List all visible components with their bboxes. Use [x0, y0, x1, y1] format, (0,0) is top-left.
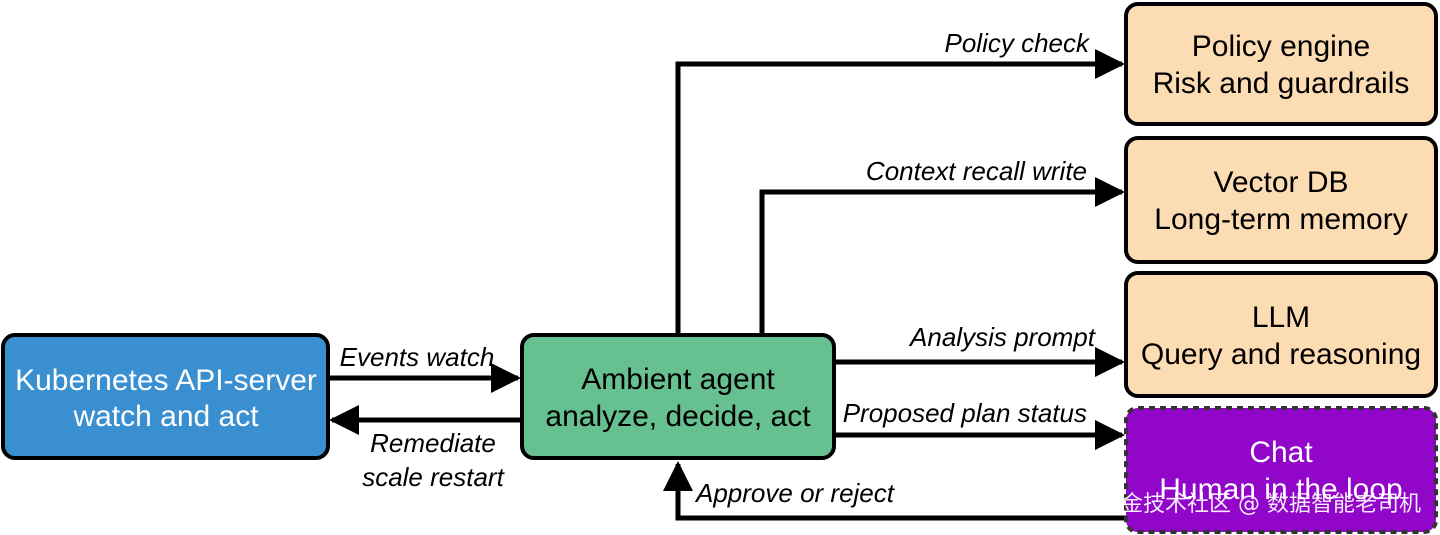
edge-context-recall — [759, 177, 1125, 333]
watermark-text: 掘金技术社区 @ 数据智能老司机 — [1099, 492, 1421, 517]
node-vector-box — [1124, 136, 1438, 264]
label-proposed-plan: Proposed plan status — [843, 398, 1087, 428]
node-llm: LLM Query and reasoning — [1124, 271, 1438, 398]
label-remediate-line1: Remediate — [370, 428, 496, 458]
node-agent-subtitle: analyze, decide, act — [545, 400, 811, 433]
node-agent-title: Ambient agent — [581, 363, 775, 396]
node-kubernetes-api-server: Kubernetes API-server watch and act — [1, 333, 330, 460]
label-approve-reject: Approve or reject — [694, 478, 896, 508]
node-chat-title: Chat — [1249, 436, 1313, 469]
node-llm-box — [1124, 271, 1438, 398]
node-chat-box — [1124, 406, 1438, 534]
node-ambient-agent: Ambient agent analyze, decide, act — [520, 333, 836, 460]
node-vector-db: Vector DB Long-term memory — [1124, 136, 1438, 264]
node-kubernetes-subtitle: watch and act — [72, 400, 259, 433]
node-llm-subtitle: Query and reasoning — [1141, 338, 1421, 371]
node-llm-title: LLM — [1252, 301, 1310, 334]
node-kubernetes-title: Kubernetes API-server — [15, 364, 317, 397]
node-kubernetes-box — [1, 333, 330, 460]
node-chat: Chat Human in the loop — [1124, 406, 1438, 534]
label-policy-check: Policy check — [945, 28, 1091, 58]
node-policy-engine: Policy engine Risk and guardrails — [1124, 2, 1438, 126]
node-agent-box — [520, 333, 836, 460]
node-policy-title: Policy engine — [1192, 30, 1370, 63]
label-analysis-prompt: Analysis prompt — [908, 322, 1097, 352]
node-vector-subtitle: Long-term memory — [1154, 203, 1407, 236]
node-chat-subtitle: Human in the loop — [1159, 473, 1403, 506]
edge-approve-reject — [663, 461, 1126, 521]
label-context-recall: Context recall write — [866, 156, 1087, 186]
node-policy-box — [1124, 2, 1438, 126]
label-events-watch: Events watch — [340, 342, 495, 372]
connectors — [329, 49, 1126, 521]
node-vector-title: Vector DB — [1213, 166, 1348, 199]
edge-policy-check — [675, 49, 1125, 333]
node-policy-subtitle: Risk and guardrails — [1153, 67, 1410, 100]
label-remediate-line2: scale restart — [362, 462, 505, 492]
